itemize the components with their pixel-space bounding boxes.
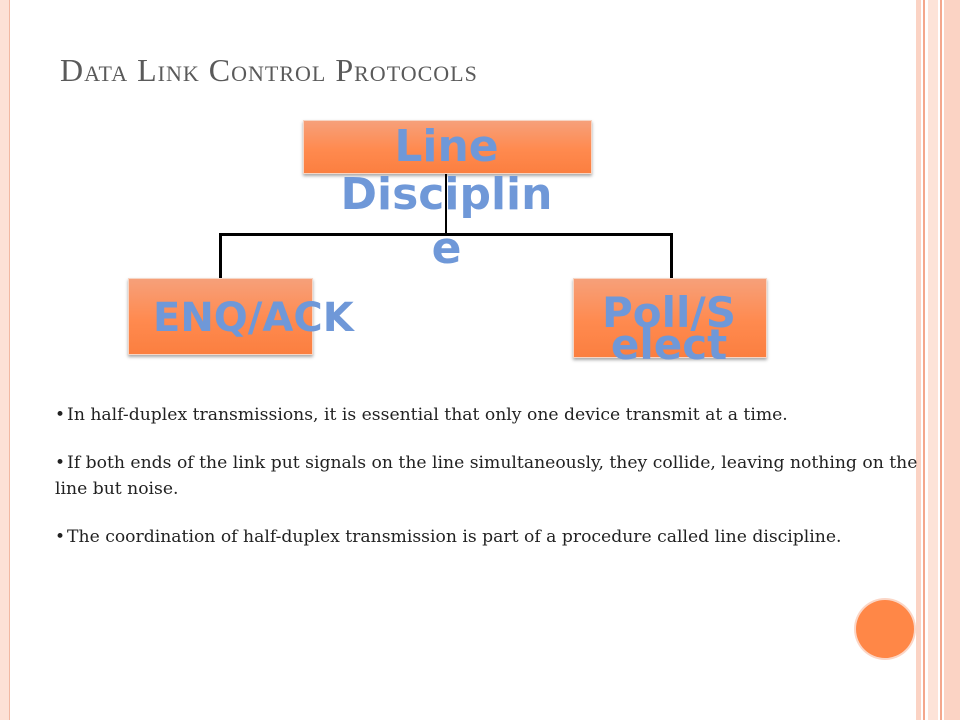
hierarchy-diagram: Line Disciplin e ENQ/ACK Poll/S elect [128, 120, 767, 366]
decorative-orange-circle [856, 600, 914, 658]
node-right-box [573, 278, 767, 358]
bullet-dot-icon: • [55, 453, 66, 473]
node-root-label-line2: Disciplin [340, 169, 553, 220]
bullet-text: In half-duplex transmissions, it is esse… [67, 405, 788, 425]
bullet-item: •The coordination of half-duplex transmi… [55, 524, 925, 550]
connector-left-down [219, 233, 222, 279]
bullet-item: •If both ends of the link put signals on… [55, 450, 925, 502]
bullet-text: The coordination of half-duplex transmis… [67, 527, 842, 547]
node-right-label: Poll/S elect [573, 292, 765, 366]
node-root-label: Line Disciplin e [303, 125, 590, 277]
bullet-dot-icon: • [55, 405, 66, 425]
bullet-item: •In half-duplex transmissions, it is ess… [55, 402, 925, 428]
connector-root-down [445, 172, 447, 234]
slide-title: Data Link Control Protocols [60, 52, 478, 88]
connector-right-down [670, 233, 673, 279]
node-root-label-line1: Line [394, 121, 499, 172]
bullet-list: •In half-duplex transmissions, it is ess… [55, 402, 925, 572]
connector-horizontal [219, 233, 673, 236]
node-right-label-line2: elect [610, 320, 728, 369]
left-border-decoration [0, 0, 10, 720]
node-left-box [128, 278, 313, 355]
node-left-label: ENQ/ACK [153, 295, 354, 341]
right-border-decoration [916, 0, 960, 720]
node-root-box [303, 120, 592, 174]
bullet-text: If both ends of the link put signals on … [55, 453, 918, 499]
bullet-dot-icon: • [55, 527, 66, 547]
node-root-label-line3: e [431, 223, 462, 274]
